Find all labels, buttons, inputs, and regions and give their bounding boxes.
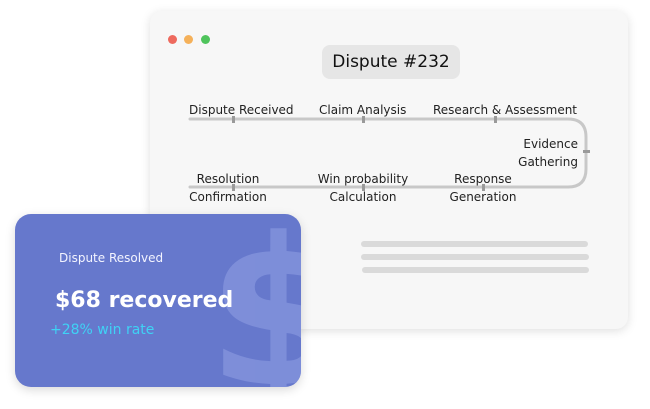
track-tick: [494, 116, 497, 123]
track-tick: [362, 184, 365, 191]
close-dot-icon[interactable]: [168, 35, 177, 44]
track-tick: [232, 184, 235, 191]
placeholder-line: [361, 241, 588, 247]
recovered-amount: $68 recovered: [55, 288, 234, 313]
card-label: Dispute Resolved: [59, 251, 164, 265]
step-evidence-gathering: Evidence Gathering: [518, 137, 578, 169]
track-tick: [583, 150, 590, 153]
track-tick: [362, 116, 365, 123]
dispute-title: Dispute #232: [322, 45, 460, 79]
dispute-resolved-card: $ Dispute Resolved $68 recovered +28% wi…: [15, 214, 301, 387]
step-dispute-received: Dispute Received: [189, 103, 294, 117]
dollar-watermark-icon: $: [207, 214, 301, 387]
step-response-generation: Response Generation: [449, 172, 517, 204]
track-tick: [232, 116, 235, 123]
minimize-dot-icon[interactable]: [184, 35, 193, 44]
win-rate: +28% win rate: [50, 322, 155, 338]
step-claim-analysis: Claim Analysis: [319, 103, 407, 117]
step-win-probability: Win probability Calculation: [317, 172, 409, 204]
track-tick: [482, 184, 485, 191]
step-resolution-confirmation: Resolution Confirmation: [189, 172, 267, 204]
placeholder-line: [362, 267, 589, 273]
step-research-assessment: Research & Assessment: [433, 103, 578, 117]
maximize-dot-icon[interactable]: [201, 35, 210, 44]
placeholder-line: [361, 254, 589, 260]
